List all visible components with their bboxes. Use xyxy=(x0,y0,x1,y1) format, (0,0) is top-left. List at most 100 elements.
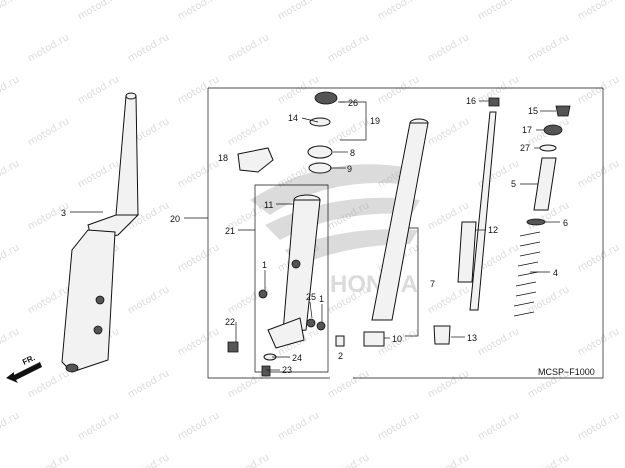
watermark-text: motod.ru xyxy=(376,410,421,442)
watermark-text: motod.ru xyxy=(476,326,521,358)
watermark-text: motod.ru xyxy=(176,242,221,274)
pin-2 xyxy=(335,335,345,347)
watermark-text: motod.ru xyxy=(176,0,221,23)
assembly-bracket-19 xyxy=(340,101,367,141)
part-label-8: 8 xyxy=(350,148,355,158)
fork-bolt xyxy=(543,124,563,136)
oil-seal xyxy=(307,145,333,159)
watermark-text: motod.ru xyxy=(76,74,121,106)
part-label-24: 24 xyxy=(292,353,302,363)
watermark-text: motod.ru xyxy=(26,32,71,64)
part-label-5: 5 xyxy=(511,179,516,189)
part-labels: 3 20 21 18 11 14 26 19 8 9 16 12 7 10 13… xyxy=(61,96,568,375)
watermark-text: motod.ru xyxy=(176,326,221,358)
diagram-code: MCSP−F1000 xyxy=(538,367,595,377)
part-label-2: 2 xyxy=(338,351,343,361)
watermark-text: motod.ru xyxy=(76,0,121,23)
svg-text:FR.: FR. xyxy=(21,353,36,367)
watermark-text: motod.ru xyxy=(126,284,171,316)
bolt-23 xyxy=(261,365,271,377)
assembly-bracket-inner xyxy=(254,184,329,373)
watermark-text: motod.ru xyxy=(576,410,621,442)
part-label-25: 25 xyxy=(306,292,316,302)
watermark-text: motod.ru xyxy=(176,410,221,442)
fork-bolt-cap xyxy=(555,105,571,117)
assembly-bracket-7 xyxy=(405,227,419,337)
assembly-bracket-outer xyxy=(207,87,604,379)
slider-bushing xyxy=(363,331,385,347)
part-label-6: 6 xyxy=(563,218,568,228)
part-label-3: 3 xyxy=(61,208,66,218)
watermark-text: motod.ru xyxy=(376,74,421,106)
part-label-26: 26 xyxy=(348,98,358,108)
bolt-22 xyxy=(227,341,239,353)
watermark-text: motod.ru xyxy=(226,32,271,64)
part-label-11: 11 xyxy=(264,200,273,210)
watermark-text: motod.ru xyxy=(326,452,371,468)
watermark-text: motod.ru xyxy=(0,326,21,358)
watermark-text: motod.ru xyxy=(126,368,171,400)
fork-slide-guard xyxy=(237,147,274,173)
watermark-text: motod.ru xyxy=(576,242,621,274)
part-label-23: 23 xyxy=(282,365,292,375)
watermark-text: motod.ru xyxy=(326,116,371,148)
fork-pipe xyxy=(371,118,429,321)
o-ring-small-left xyxy=(258,289,268,299)
inner-slider-tube xyxy=(267,194,321,349)
watermark-text: motod.ru xyxy=(576,158,621,190)
watermark-text: motod.ru xyxy=(226,116,271,148)
part-label-20: 20 xyxy=(170,214,180,224)
watermark-text: motod.ru xyxy=(0,242,21,274)
watermark-text: motod.ru xyxy=(476,410,521,442)
watermark-text: motod.ru xyxy=(126,32,171,64)
watermark-text: motod.ru xyxy=(526,284,571,316)
watermark-text: motod.ru xyxy=(26,452,71,468)
watermark-text: motod.ru xyxy=(326,368,371,400)
back-up-ring xyxy=(308,162,332,174)
part-label-10: 10 xyxy=(392,334,402,344)
part-label-14: 14 xyxy=(288,113,298,123)
stopper-clip xyxy=(309,117,331,127)
watermark-text: motod.ru xyxy=(26,368,71,400)
watermark-text: motod.ru xyxy=(0,158,21,190)
part-label-15: 15 xyxy=(528,106,538,116)
watermark-text: motod.ru xyxy=(526,32,571,64)
part-label-16: 16 xyxy=(466,96,476,106)
watermark-text: motod.ru xyxy=(426,32,471,64)
watermark-text: motod.ru xyxy=(476,0,521,23)
part-label-18: 18 xyxy=(218,153,228,163)
rod-cap xyxy=(488,97,500,107)
washer-25 xyxy=(306,318,316,328)
watermark-text: motod.ru xyxy=(76,158,121,190)
oil-lock-piece xyxy=(433,325,451,345)
watermark-text: motod.ru xyxy=(426,116,471,148)
damper-rod xyxy=(457,111,497,311)
watermark-text: motod.ru xyxy=(0,74,21,106)
front-direction-arrow: FR. xyxy=(6,353,42,383)
watermark-text: motod.ru xyxy=(376,0,421,23)
watermark-text: motod.ru xyxy=(576,74,621,106)
part-label-17: 17 xyxy=(522,125,532,135)
watermark-text: motod.ru xyxy=(176,158,221,190)
watermark-text: motod.ru xyxy=(76,410,121,442)
o-ring xyxy=(539,144,557,152)
watermark-text: motod.ru xyxy=(276,74,321,106)
honda-wing-watermark: HONDA xyxy=(250,164,420,298)
part-label-27: 27 xyxy=(520,143,530,153)
o-ring-small-right xyxy=(316,321,326,331)
watermark-text: motod.ru xyxy=(176,74,221,106)
part-label-4: 4 xyxy=(553,268,558,278)
spring-collar xyxy=(533,157,557,211)
spring-seat xyxy=(526,218,546,226)
watermark-text: motod.ru xyxy=(126,452,171,468)
svg-text:HONDA: HONDA xyxy=(330,271,418,298)
watermark-text: motod.ru xyxy=(526,452,571,468)
fork-spring xyxy=(513,231,541,317)
part-label-19: 19 xyxy=(370,116,380,126)
part-label-13: 13 xyxy=(467,333,477,343)
watermark-text: motod.ru xyxy=(26,284,71,316)
part-label-22: 22 xyxy=(225,317,235,327)
part-label-12: 12 xyxy=(488,225,498,235)
